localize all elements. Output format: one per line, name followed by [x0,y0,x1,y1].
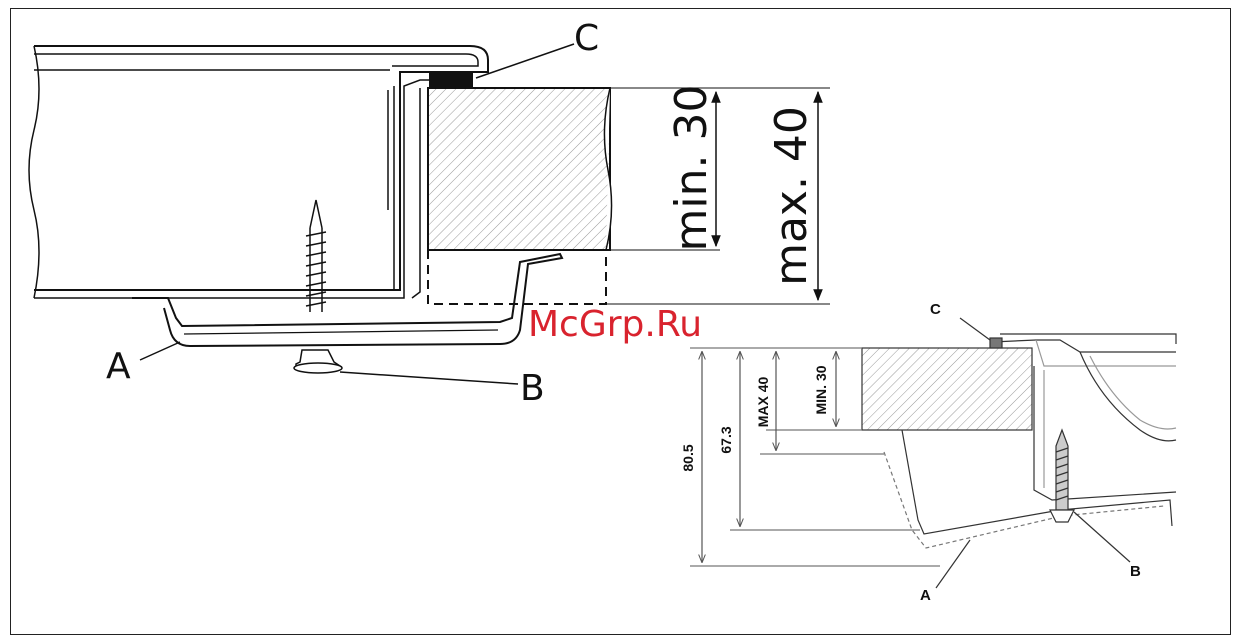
label-b-left: B [520,368,545,409]
label-c-right: C [930,301,941,318]
dim-67-right: 67.3 [718,426,734,453]
right-section-drawing [690,318,1176,588]
dim-max-left: max. 40 [766,106,817,286]
gasket-right [990,338,1002,348]
label-b-right: B [1130,563,1141,580]
dim-min-right: MIN. 30 [813,365,829,414]
worktop-section [428,88,610,250]
dim-max-right: MAX 40 [755,377,771,428]
screw-right [1050,430,1074,522]
label-a-left: A [106,346,131,387]
label-c-left: C [574,18,599,59]
dim-min-left: min. 30 [666,85,717,252]
watermark: McGrp.Ru [528,304,702,345]
label-a-right: A [920,587,931,604]
bracket-a-right [902,430,1172,534]
dim-80-right: 80.5 [680,444,696,471]
gasket [430,74,472,88]
worktop-section-right [862,348,1032,430]
screw-left [306,200,326,312]
